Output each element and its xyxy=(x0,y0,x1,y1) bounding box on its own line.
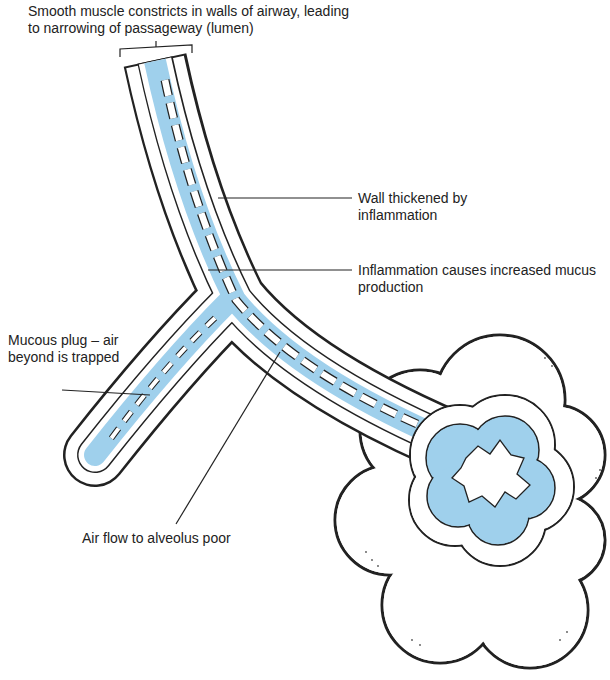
alveolus-wall-fill xyxy=(410,396,573,565)
callout-label: Inflammation causes increased mucus prod… xyxy=(358,262,598,296)
alveolus-lumen xyxy=(426,416,555,545)
alveolus-wall xyxy=(409,395,574,566)
mucus-blob xyxy=(452,440,530,507)
airway-tube xyxy=(95,60,470,455)
leader-line xyxy=(208,269,352,270)
leader-line xyxy=(62,390,150,395)
leader-lines xyxy=(62,41,352,524)
leader-line xyxy=(176,352,280,524)
bracket-tick xyxy=(155,41,156,47)
callout-label: Wall thickened by inflammation xyxy=(358,190,493,224)
alveolus-lumen-fill xyxy=(427,417,554,544)
callout-label: Smooth muscle constricts in walls of air… xyxy=(28,3,350,37)
callout-label: Mucous plug – air beyond is trapped xyxy=(8,332,123,366)
callout-label: Air flow to alveolus poor xyxy=(82,530,312,547)
leader-line xyxy=(218,197,352,198)
